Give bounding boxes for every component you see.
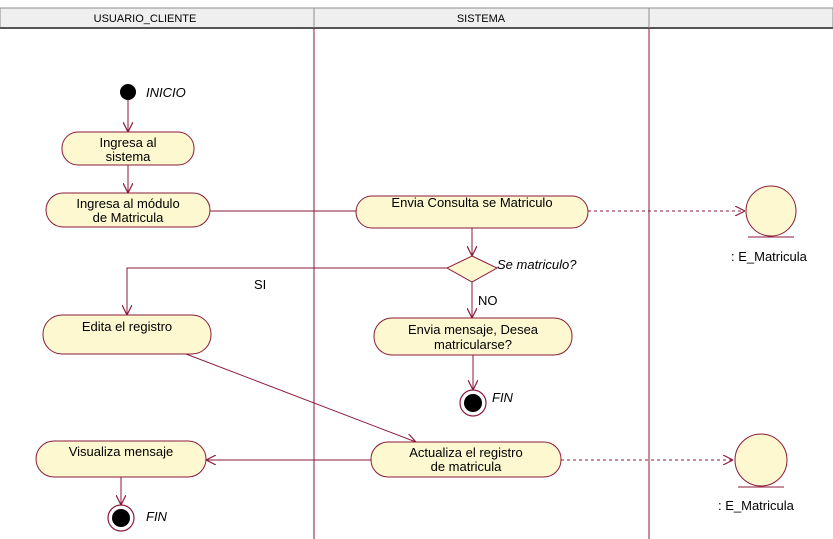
- flow-edita-to-actualiza: [185, 353, 416, 442]
- guard-no-label: NO: [478, 293, 498, 308]
- end-node-user: [107, 504, 135, 532]
- entity-label-1: : E_Matricula: [731, 249, 808, 264]
- activity-ingresa-sistema-line1: Ingresa al: [99, 135, 156, 150]
- lane-title-sistema: SISTEMA: [457, 13, 506, 25]
- swimlane-header: USUARIO_CLIENTE SISTEMA: [0, 7, 833, 29]
- decision-label: Se matriculo?: [497, 257, 577, 272]
- activity-actualiza-registro-line1: Actualiza el registro: [409, 445, 522, 460]
- activity-ingresa-modulo-line2: de Matricula: [93, 210, 165, 225]
- activity-ingresa-modulo: Ingresa al módulo de Matricula: [45, 192, 211, 228]
- start-label: INICIO: [146, 85, 186, 100]
- activity-edita-registro-label: Edita el registro: [82, 319, 172, 334]
- end-label-system: FIN: [492, 390, 514, 405]
- flow-decision-si: [127, 267, 447, 315]
- activity-edita-registro: Edita el registro: [42, 314, 212, 355]
- activity-envia-consulta: Envia Consulta se Matriculo: [355, 195, 589, 229]
- start-node: [120, 84, 136, 100]
- activity-envia-mensaje-line2: matricularse?: [434, 337, 512, 352]
- activity-visualiza-mensaje-label: Visualiza mensaje: [69, 444, 174, 459]
- entity-label-2: : E_Matricula: [718, 498, 795, 513]
- activity-visualiza-mensaje: Visualiza mensaje: [35, 440, 207, 478]
- activity-ingresa-sistema: Ingresa al sistema: [61, 131, 195, 166]
- activity-envia-mensaje-line1: Envia mensaje, Desea: [408, 322, 539, 337]
- lane-title-usuario-cliente: USUARIO_CLIENTE: [94, 13, 197, 25]
- entity-e-matricula-2: : E_Matricula: [718, 433, 795, 513]
- entity-e-matricula-1: : E_Matricula: [731, 185, 808, 264]
- activity-envia-mensaje: Envia mensaje, Desea matricularse?: [373, 317, 573, 356]
- activity-ingresa-sistema-line2: sistema: [106, 149, 152, 164]
- decision-node: [445, 255, 499, 283]
- activity-actualiza-registro-line2: de matricula: [431, 459, 503, 474]
- end-label-user: FIN: [146, 509, 168, 524]
- end-node-system: [459, 389, 487, 417]
- guard-si-label: SI: [254, 277, 266, 292]
- activity-actualiza-registro: Actualiza el registro de matricula: [370, 441, 562, 478]
- activity-ingresa-modulo-line1: Ingresa al módulo: [76, 196, 179, 211]
- activity-envia-consulta-label: Envia Consulta se Matriculo: [391, 195, 552, 210]
